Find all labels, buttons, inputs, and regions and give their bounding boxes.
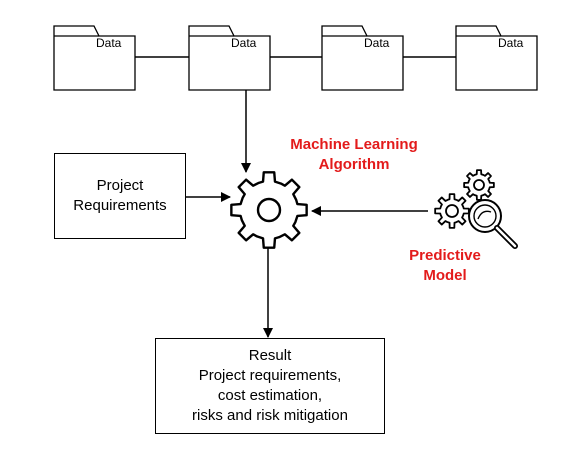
data-folder-4: Data <box>455 25 538 91</box>
data-folder-3: Data <box>321 25 404 91</box>
result-line: cost estimation, <box>217 387 323 404</box>
result-line: risks and risk mitigation <box>192 407 348 424</box>
data-folder-2: Data <box>188 25 271 91</box>
predictive-model-label: Predictive Model <box>395 246 495 286</box>
data-folder-label: Data <box>364 36 390 50</box>
project-requirements-box: Project Requirements <box>54 153 186 239</box>
data-folder-label: Data <box>498 36 524 50</box>
predictive-model-label-line: Predictive <box>409 247 481 264</box>
data-folder-1: Data <box>53 25 136 91</box>
algorithm-label: Machine Learning Algorithm <box>276 135 432 175</box>
result-line: Project requirements, <box>198 367 342 384</box>
result-title: Result <box>248 347 292 364</box>
algorithm-label-line: Algorithm <box>318 156 390 173</box>
predictive-model-icon <box>434 169 518 249</box>
result-box: Result Project requirements, cost estima… <box>155 338 385 434</box>
algorithm-label-line: Machine Learning <box>290 136 418 153</box>
data-folder-label: Data <box>96 36 122 50</box>
data-folder-label: Data <box>231 36 257 50</box>
project-requirements-line: Requirements <box>73 197 167 214</box>
project-requirements-line: Project <box>96 177 144 194</box>
gear-icon <box>230 171 308 249</box>
project-requirements-label: Project Requirements <box>73 176 166 216</box>
predictive-model-label-line: Model <box>423 267 467 284</box>
